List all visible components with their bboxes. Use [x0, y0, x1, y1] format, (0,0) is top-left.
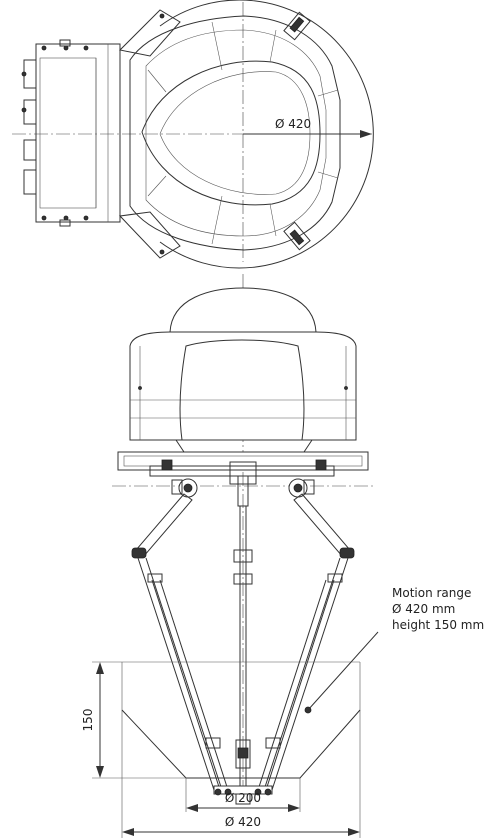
top-view-mount-box: [21, 39, 121, 227]
inner-diameter-dimension: Ø 200: [186, 791, 300, 812]
right-lower-arm: [257, 557, 349, 791]
top-view-upper-clamp: [283, 11, 311, 41]
side-view-front-panel: [179, 339, 305, 441]
top-view-upper-bracket: [118, 9, 181, 57]
top-view-inner-dome: [141, 60, 321, 206]
center-telescopic-shaft: [233, 475, 253, 790]
annotation-leader-line: [307, 631, 379, 711]
end-effector: [213, 785, 273, 805]
side-view-dome: [169, 287, 317, 333]
top-view-housing-outer: [129, 15, 341, 251]
outer-diameter-label: Ø 420: [225, 815, 261, 829]
top-view-diameter-label: Ø 420: [275, 117, 311, 131]
side-view: Motion range Ø 420 mm height 150 mm 150 …: [81, 274, 484, 838]
height-dimension: 150: [81, 662, 104, 778]
inner-diameter-label: Ø 200: [225, 791, 261, 805]
annotation-line-2: Ø 420 mm: [392, 602, 455, 616]
left-lower-arm: [137, 557, 229, 791]
top-view-range-arc: [159, 0, 374, 269]
height-dimension-label: 150: [81, 709, 95, 732]
motion-range-envelope: [92, 661, 361, 838]
top-view: Ø 420: [12, 0, 374, 269]
outer-diameter-dimension: Ø 420: [122, 815, 360, 836]
side-view-housing: [129, 331, 357, 441]
top-view-lower-bracket: [118, 211, 181, 259]
annotation-line-3: height 150 mm: [392, 618, 484, 632]
top-view-lower-clamp: [283, 221, 311, 251]
right-upper-arm: [293, 493, 351, 557]
left-upper-arm: [135, 493, 193, 557]
side-view-base-plate: [117, 451, 369, 471]
annotation-line-1: Motion range: [392, 586, 471, 600]
annotation-leader-dot: [304, 706, 312, 714]
